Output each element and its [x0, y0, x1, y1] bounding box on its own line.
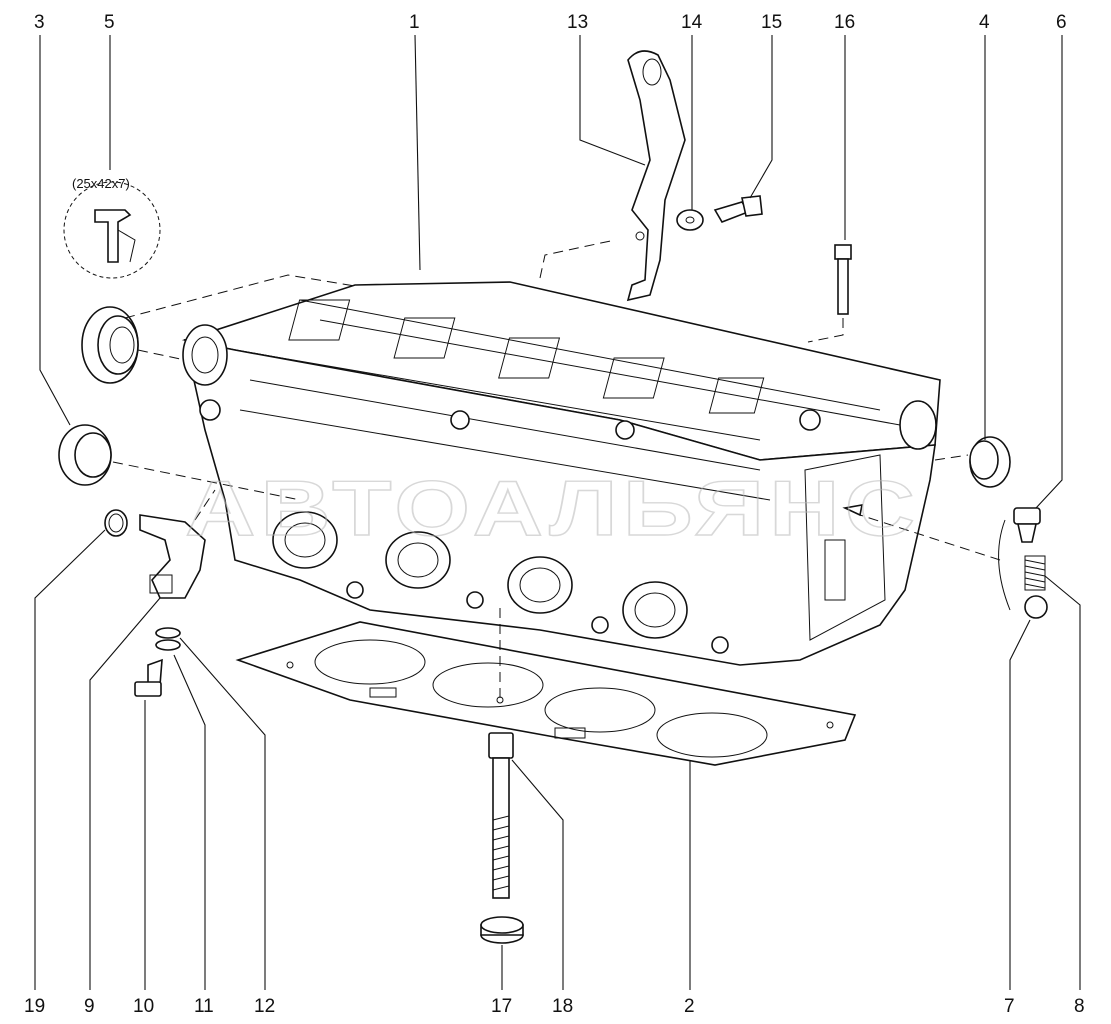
lifting-bracket — [626, 50, 686, 302]
leader-lines — [34, 34, 1081, 990]
callout-labels: 3 5 1 13 14 15 16 4 6 19 9 10 11 12 17 1… — [24, 12, 1085, 1017]
callout-1: 1 — [409, 12, 420, 33]
camshaft-oil-seal — [81, 306, 139, 384]
callout-5: 5 — [104, 12, 115, 33]
group-bracket — [998, 519, 1011, 611]
head-gasket — [235, 621, 857, 766]
callout-6: 6 — [1056, 12, 1067, 33]
callout-17: 17 — [491, 996, 512, 1017]
callout-9: 9 — [84, 996, 95, 1017]
stud-bolt — [834, 244, 852, 315]
bracket-bolt — [713, 195, 763, 223]
front-plug — [58, 424, 112, 486]
valve-plug — [1013, 507, 1041, 543]
valve-spring — [1024, 555, 1046, 591]
seal-size-note: (25x42x7) — [72, 176, 130, 191]
head-bolt — [488, 732, 514, 899]
sensor-ring-1 — [155, 627, 181, 639]
callout-16: 16 — [834, 12, 855, 33]
callout-15: 15 — [761, 12, 782, 33]
callout-2: 2 — [684, 996, 695, 1017]
valve-ball — [1024, 595, 1048, 619]
callout-14: 14 — [681, 12, 703, 33]
seal-section-detail — [63, 181, 161, 279]
assembly-lines — [112, 239, 1001, 700]
callout-10: 10 — [133, 996, 154, 1017]
callout-12: 12 — [254, 996, 275, 1017]
sensor-bolt — [134, 658, 163, 697]
callout-7: 7 — [1004, 996, 1015, 1017]
callout-8: 8 — [1074, 996, 1085, 1017]
callout-4: 4 — [979, 12, 990, 33]
callout-13: 13 — [567, 12, 588, 33]
bolt-washer — [480, 916, 524, 944]
sensor-ring-2 — [155, 639, 181, 651]
cylinder-head — [181, 281, 941, 666]
callout-18: 18 — [552, 996, 573, 1017]
callout-3: 3 — [34, 12, 45, 33]
washer — [676, 209, 704, 231]
callout-19: 19 — [24, 996, 45, 1017]
watermark-text: АВТОАЛЬЯНС — [185, 464, 920, 552]
o-ring — [104, 509, 128, 537]
callout-11: 11 — [194, 996, 214, 1017]
rear-plug — [969, 436, 1011, 488]
